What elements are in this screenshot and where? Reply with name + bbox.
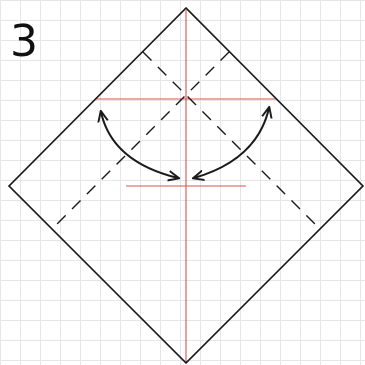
right-fold-arrow-icon [194,108,269,178]
left-fold-arrow-icon [101,112,178,178]
step-number: 3 [10,16,38,67]
paper-outline [7,6,365,365]
right-dashed-fold-line [51,51,230,230]
left-dashed-fold-line [142,51,321,230]
